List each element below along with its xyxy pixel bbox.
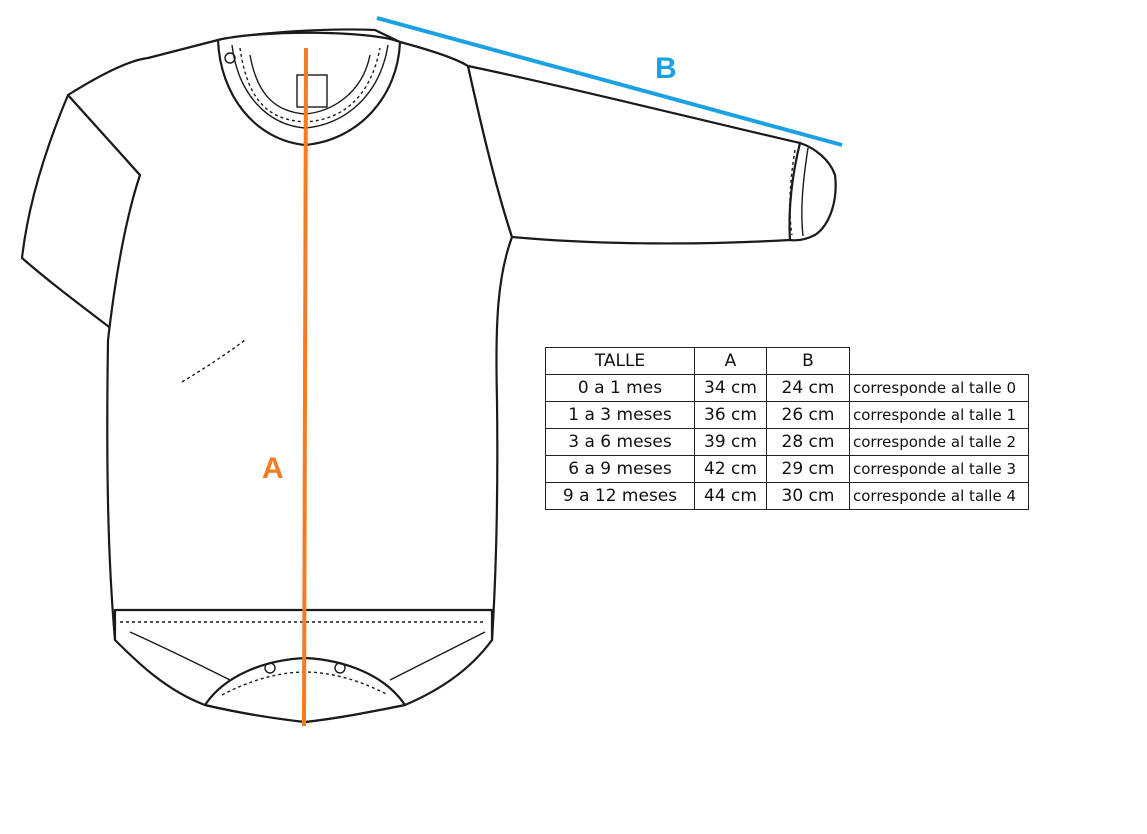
label-a: A bbox=[262, 452, 284, 485]
right-sleeve bbox=[466, 64, 802, 245]
cell-b: 30 cm bbox=[766, 482, 850, 510]
table-row: 3 a 6 meses 39 cm 28 cm corresponde al t… bbox=[545, 428, 1029, 456]
header-a: A bbox=[694, 347, 767, 375]
cell-note: corresponde al talle 4 bbox=[849, 482, 1029, 510]
table-row: 0 a 1 mes 34 cm 24 cm corresponde al tal… bbox=[545, 374, 1029, 402]
cell-talle: 9 a 12 meses bbox=[545, 482, 695, 510]
table-header-row: TALLE A B bbox=[545, 347, 1029, 375]
table-row: 1 a 3 meses 36 cm 26 cm corresponde al t… bbox=[545, 401, 1029, 429]
header-b: B bbox=[766, 347, 850, 375]
cell-a: 34 cm bbox=[694, 374, 767, 402]
cell-a: 44 cm bbox=[694, 482, 767, 510]
measure-line-b bbox=[376, 16, 843, 147]
size-table: TALLE A B 0 a 1 mes 34 cm 24 cm correspo… bbox=[545, 347, 1029, 510]
cell-a: 42 cm bbox=[694, 455, 767, 483]
neck-band bbox=[216, 31, 402, 147]
label-b: B bbox=[655, 52, 677, 85]
table-row: 6 a 9 meses 42 cm 29 cm corresponde al t… bbox=[545, 455, 1029, 483]
body-panel bbox=[66, 28, 514, 642]
cell-note: corresponde al talle 0 bbox=[849, 374, 1029, 402]
cell-b: 26 cm bbox=[766, 401, 850, 429]
cell-a: 36 cm bbox=[694, 401, 767, 429]
header-talle: TALLE bbox=[545, 347, 695, 375]
cell-b: 24 cm bbox=[766, 374, 850, 402]
table-row: 9 a 12 meses 44 cm 30 cm corresponde al … bbox=[545, 482, 1029, 510]
cell-talle: 0 a 1 mes bbox=[545, 374, 695, 402]
right-cuff bbox=[788, 141, 837, 242]
cell-note: corresponde al talle 1 bbox=[849, 401, 1029, 429]
measure-line-a bbox=[302, 47, 308, 727]
header-blank bbox=[850, 348, 1029, 375]
cell-b: 28 cm bbox=[766, 428, 850, 456]
cell-note: corresponde al talle 2 bbox=[849, 428, 1029, 456]
cell-talle: 3 a 6 meses bbox=[545, 428, 695, 456]
cell-a: 39 cm bbox=[694, 428, 767, 456]
cell-talle: 6 a 9 meses bbox=[545, 455, 695, 483]
cell-b: 29 cm bbox=[766, 455, 850, 483]
cell-note: corresponde al talle 3 bbox=[849, 455, 1029, 483]
cell-talle: 1 a 3 meses bbox=[545, 401, 695, 429]
